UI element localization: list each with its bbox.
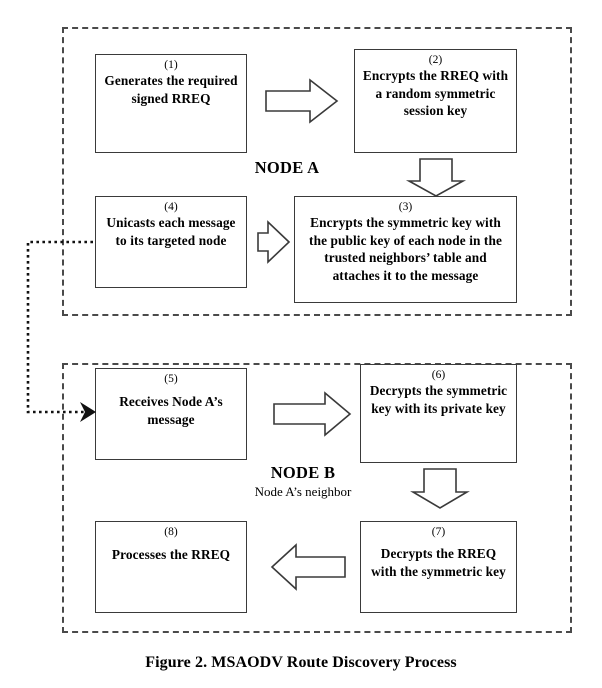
node-b-label-text: NODE B <box>270 463 336 482</box>
step-text-5: Receives Node A’s message <box>119 394 223 427</box>
node-a-label: NODE A <box>197 158 377 178</box>
node-a-group <box>62 27 572 316</box>
step-text-1: Generates the required signed RREQ <box>104 73 238 106</box>
process-box-1: (1) Generates the required signed RREQ <box>95 54 247 153</box>
step-number-4: (4) <box>164 201 178 213</box>
figure-caption: Figure 2. MSAODV Route Discovery Process <box>145 654 457 671</box>
node-b-label: NODE B Node A’s neighbor <box>213 463 393 500</box>
process-box-5: (5) Receives Node A’s message <box>95 368 247 460</box>
process-box-3: (3) Encrypts the symmetric key with the … <box>294 196 517 303</box>
process-box-8: (8) Processes the RREQ <box>95 521 247 613</box>
process-box-6: (6) Decrypts the symmetric key with its … <box>360 364 517 463</box>
step-number-5: (5) <box>164 373 178 385</box>
step-number-8: (8) <box>164 526 178 538</box>
process-box-7: (7) Decrypts the RREQ with the symmetric… <box>360 521 517 613</box>
step-number-3: (3) <box>398 201 413 213</box>
step-text-3: Encrypts the symmetric key with the publ… <box>309 215 502 283</box>
step-number-1: (1) <box>164 59 178 71</box>
step-number-7: (7) <box>431 526 446 538</box>
step-number-6: (6) <box>431 369 446 381</box>
step-text-7: Decrypts the RREQ with the symmetric key <box>371 546 506 579</box>
process-box-4: (4) Unicasts each message to its targete… <box>95 196 247 288</box>
step-text-6: Decrypts the symmetric key with its priv… <box>369 383 508 416</box>
process-box-2: (2) Encrypts the RREQ with a random symm… <box>354 49 517 153</box>
node-b-group <box>62 363 572 633</box>
step-number-2: (2) <box>428 54 443 66</box>
node-b-sublabel-text: Node A’s neighbor <box>254 484 352 499</box>
step-text-2: Encrypts the RREQ with a random symmetri… <box>362 68 509 118</box>
step-text-4: Unicasts each message to its targeted no… <box>106 215 236 248</box>
step-text-8: Processes the RREQ <box>111 547 231 562</box>
node-a-label-text: NODE A <box>254 158 320 177</box>
